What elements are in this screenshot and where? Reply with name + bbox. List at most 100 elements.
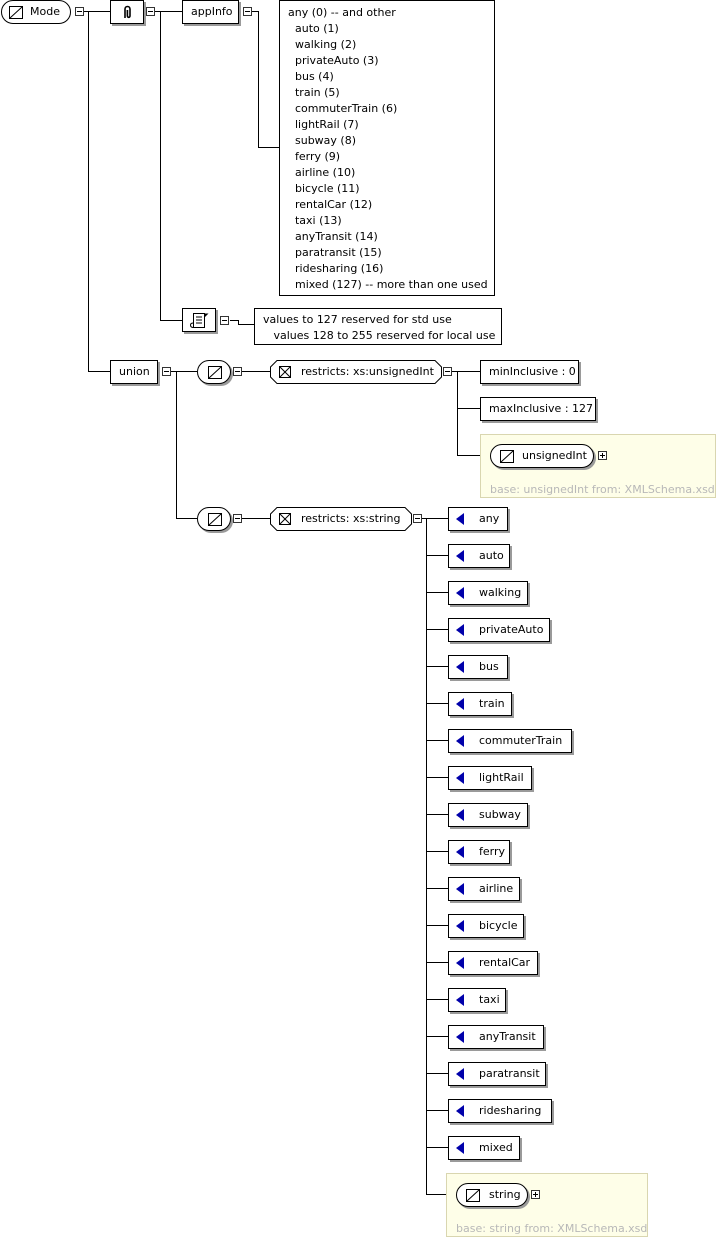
enumeration-bus[interactable]: bus [448,655,508,679]
enumeration-subway[interactable]: subway [448,803,528,827]
collapse-icon[interactable] [233,367,242,376]
text-line: walking (2) [288,38,357,51]
enumeration-auto[interactable]: auto [448,544,510,568]
text-line: any (0) -- and other [288,6,396,19]
enumeration-label: bicycle [479,919,518,932]
text-line: ridesharing (16) [288,262,384,275]
documentation-text: values to 127 reserved for std use value… [254,308,502,345]
enumeration-label: train [479,697,505,710]
facet-max-inclusive[interactable]: maxInclusive : 127 [480,397,596,421]
enumeration-any[interactable]: any [448,507,508,531]
enumeration-airline[interactable]: airline [448,877,520,901]
text-line: subway (8) [288,134,357,147]
enumeration-arrow-icon [456,587,464,599]
collapse-icon[interactable] [243,7,252,16]
text-line: airline (10) [288,166,356,179]
enumeration-commuterTrain[interactable]: commuterTrain [448,729,572,753]
root-simple-type[interactable]: Mode [1,0,71,24]
text-line: auto (1) [288,22,339,35]
annotation-node[interactable] [110,0,144,24]
member-simple-type[interactable] [197,360,231,384]
union-node[interactable]: union [110,360,158,384]
collapse-icon[interactable] [413,514,422,523]
collapse-icon[interactable] [162,367,171,376]
enumeration-label: any [479,512,500,525]
expand-icon[interactable] [598,451,607,460]
base-type-unsignedint[interactable]: unsignedInt [490,444,594,468]
collapse-icon[interactable] [146,7,155,16]
base-note: base: string from: XMLSchema.xsd [456,1222,648,1235]
collapse-icon[interactable] [233,514,242,523]
text-line: commuterTrain (6) [288,102,398,115]
enumeration-label: auto [479,549,504,562]
simple-type-icon [208,513,222,526]
text-line: mixed (127) -- more than one used [288,278,488,291]
enumeration-arrow-icon [456,550,464,562]
enumeration-privateAuto[interactable]: privateAuto [448,618,550,642]
text-line: privateAuto (3) [288,54,379,67]
text-line: values to 127 reserved for std use [263,313,452,326]
collapse-icon[interactable] [75,7,84,16]
enumeration-arrow-icon [456,809,464,821]
facet-label: maxInclusive : 127 [489,402,594,415]
enumeration-label: ferry [479,845,506,858]
enumeration-bicycle[interactable]: bicycle [448,914,524,938]
enumeration-arrow-icon [456,1105,464,1117]
appinfo-label: appInfo [191,5,233,18]
union-label: union [119,365,150,378]
base-type-string[interactable]: string [456,1183,528,1207]
enumeration-label: privateAuto [479,623,544,636]
expand-icon[interactable] [531,1190,540,1199]
root-label: Mode [30,5,60,18]
enumeration-label: walking [479,586,522,599]
text-line: lightRail (7) [288,118,359,131]
member-simple-type[interactable] [197,507,231,531]
restriction-string[interactable]: restricts: xs:string [270,507,412,531]
enumeration-ridesharing[interactable]: ridesharing [448,1099,552,1123]
enumeration-ferry[interactable]: ferry [448,840,510,864]
restriction-icon [279,513,291,525]
enumeration-anyTransit[interactable]: anyTransit [448,1025,544,1049]
enumeration-label: lightRail [479,771,524,784]
enumeration-paratransit[interactable]: paratransit [448,1062,546,1086]
enumeration-label: subway [479,808,521,821]
simple-type-icon [466,1189,480,1202]
facet-label: minInclusive : 0 [489,365,576,378]
simple-type-icon [500,450,514,463]
documentation-node[interactable] [182,308,216,332]
enumeration-taxi[interactable]: taxi [448,988,506,1012]
restriction-label: restricts: xs:string [301,512,401,525]
enumeration-label: mixed [479,1141,513,1154]
restriction-unsignedint[interactable]: restricts: xs:unsignedInt [270,360,442,384]
base-type-panel: unsignedInt base: unsignedInt from: XMLS… [480,434,716,498]
text-line: bicycle (11) [288,182,360,195]
appinfo-node[interactable]: appInfo [182,0,239,24]
restriction-icon [279,366,291,378]
text-line: train (5) [288,86,340,99]
text-line: ferry (9) [288,150,341,163]
enumeration-label: paratransit [479,1067,540,1080]
text-line: rentalCar (12) [288,198,373,211]
enumeration-rentalCar[interactable]: rentalCar [448,951,538,975]
enumeration-arrow-icon [456,661,464,673]
enumeration-label: rentalCar [479,956,531,969]
enumeration-mixed[interactable]: mixed [448,1136,520,1160]
enumeration-walking[interactable]: walking [448,581,528,605]
enumeration-train[interactable]: train [448,692,512,716]
enumeration-arrow-icon [456,1068,464,1080]
collapse-icon[interactable] [220,316,229,325]
enumeration-arrow-icon [456,772,464,784]
appinfo-text: any (0) -- and other auto (1) walking (2… [279,0,495,296]
enumeration-label: ridesharing [479,1104,542,1117]
enumeration-arrow-icon [456,846,464,858]
enumeration-label: commuterTrain [479,734,563,747]
collapse-icon[interactable] [443,367,452,376]
text-line: values 128 to 255 reserved for local use [263,329,496,342]
enumeration-lightRail[interactable]: lightRail [448,766,532,790]
documentation-icon [190,313,209,328]
enumeration-arrow-icon [456,994,464,1006]
enumeration-label: bus [479,660,499,673]
enumeration-arrow-icon [456,883,464,895]
enumeration-arrow-icon [456,624,464,636]
facet-min-inclusive[interactable]: minInclusive : 0 [480,360,579,384]
